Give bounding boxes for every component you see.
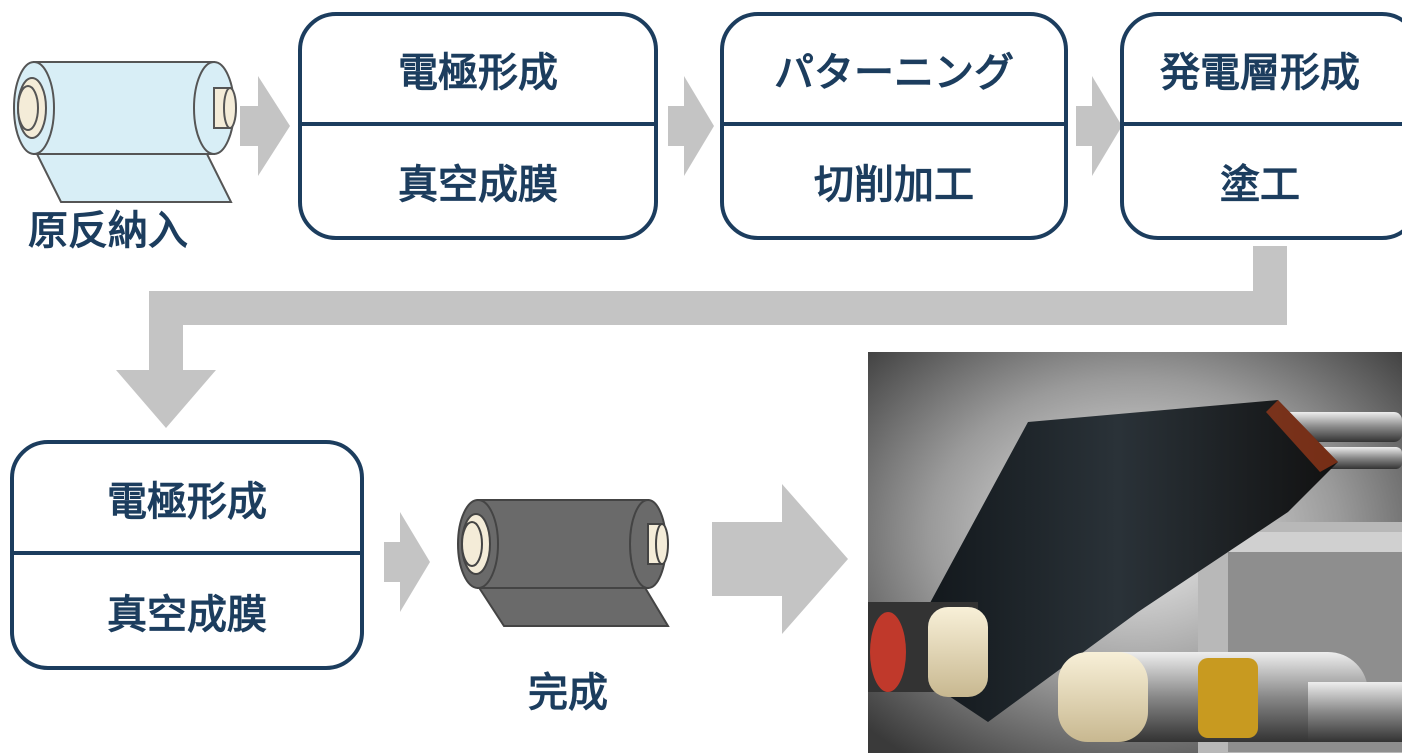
process-method: 塗工	[1220, 162, 1300, 208]
roll-to-roll-machine-photo	[868, 352, 1402, 753]
process-step-4: 電極形成 真空成膜	[10, 440, 364, 670]
process-name: 発電層形成	[1124, 16, 1402, 126]
process-method: 真空成膜	[107, 591, 267, 638]
process-step-3: 発電層形成 塗工	[1120, 12, 1402, 240]
process-method: 切削加工	[814, 162, 974, 208]
raw-film-roll-icon	[13, 61, 237, 203]
process-name: 電極形成	[302, 16, 654, 126]
arrow-right-icon	[384, 512, 430, 612]
process-step-1: 電極形成 真空成膜	[298, 12, 658, 240]
process-step-2: パターニング 切削加工	[720, 12, 1068, 240]
finished-film-roll-icon	[457, 499, 670, 627]
start-label: 原反納入	[28, 208, 188, 254]
arrow-right-icon	[1076, 76, 1122, 176]
process-name: 電極形成	[14, 444, 360, 555]
process-method: 真空成膜	[398, 162, 558, 208]
process-name: パターニング	[724, 16, 1064, 126]
arrow-right-icon	[240, 76, 290, 176]
end-label: 完成	[528, 670, 608, 716]
arrow-right-large-icon	[712, 484, 848, 634]
arrow-right-icon	[668, 76, 714, 176]
